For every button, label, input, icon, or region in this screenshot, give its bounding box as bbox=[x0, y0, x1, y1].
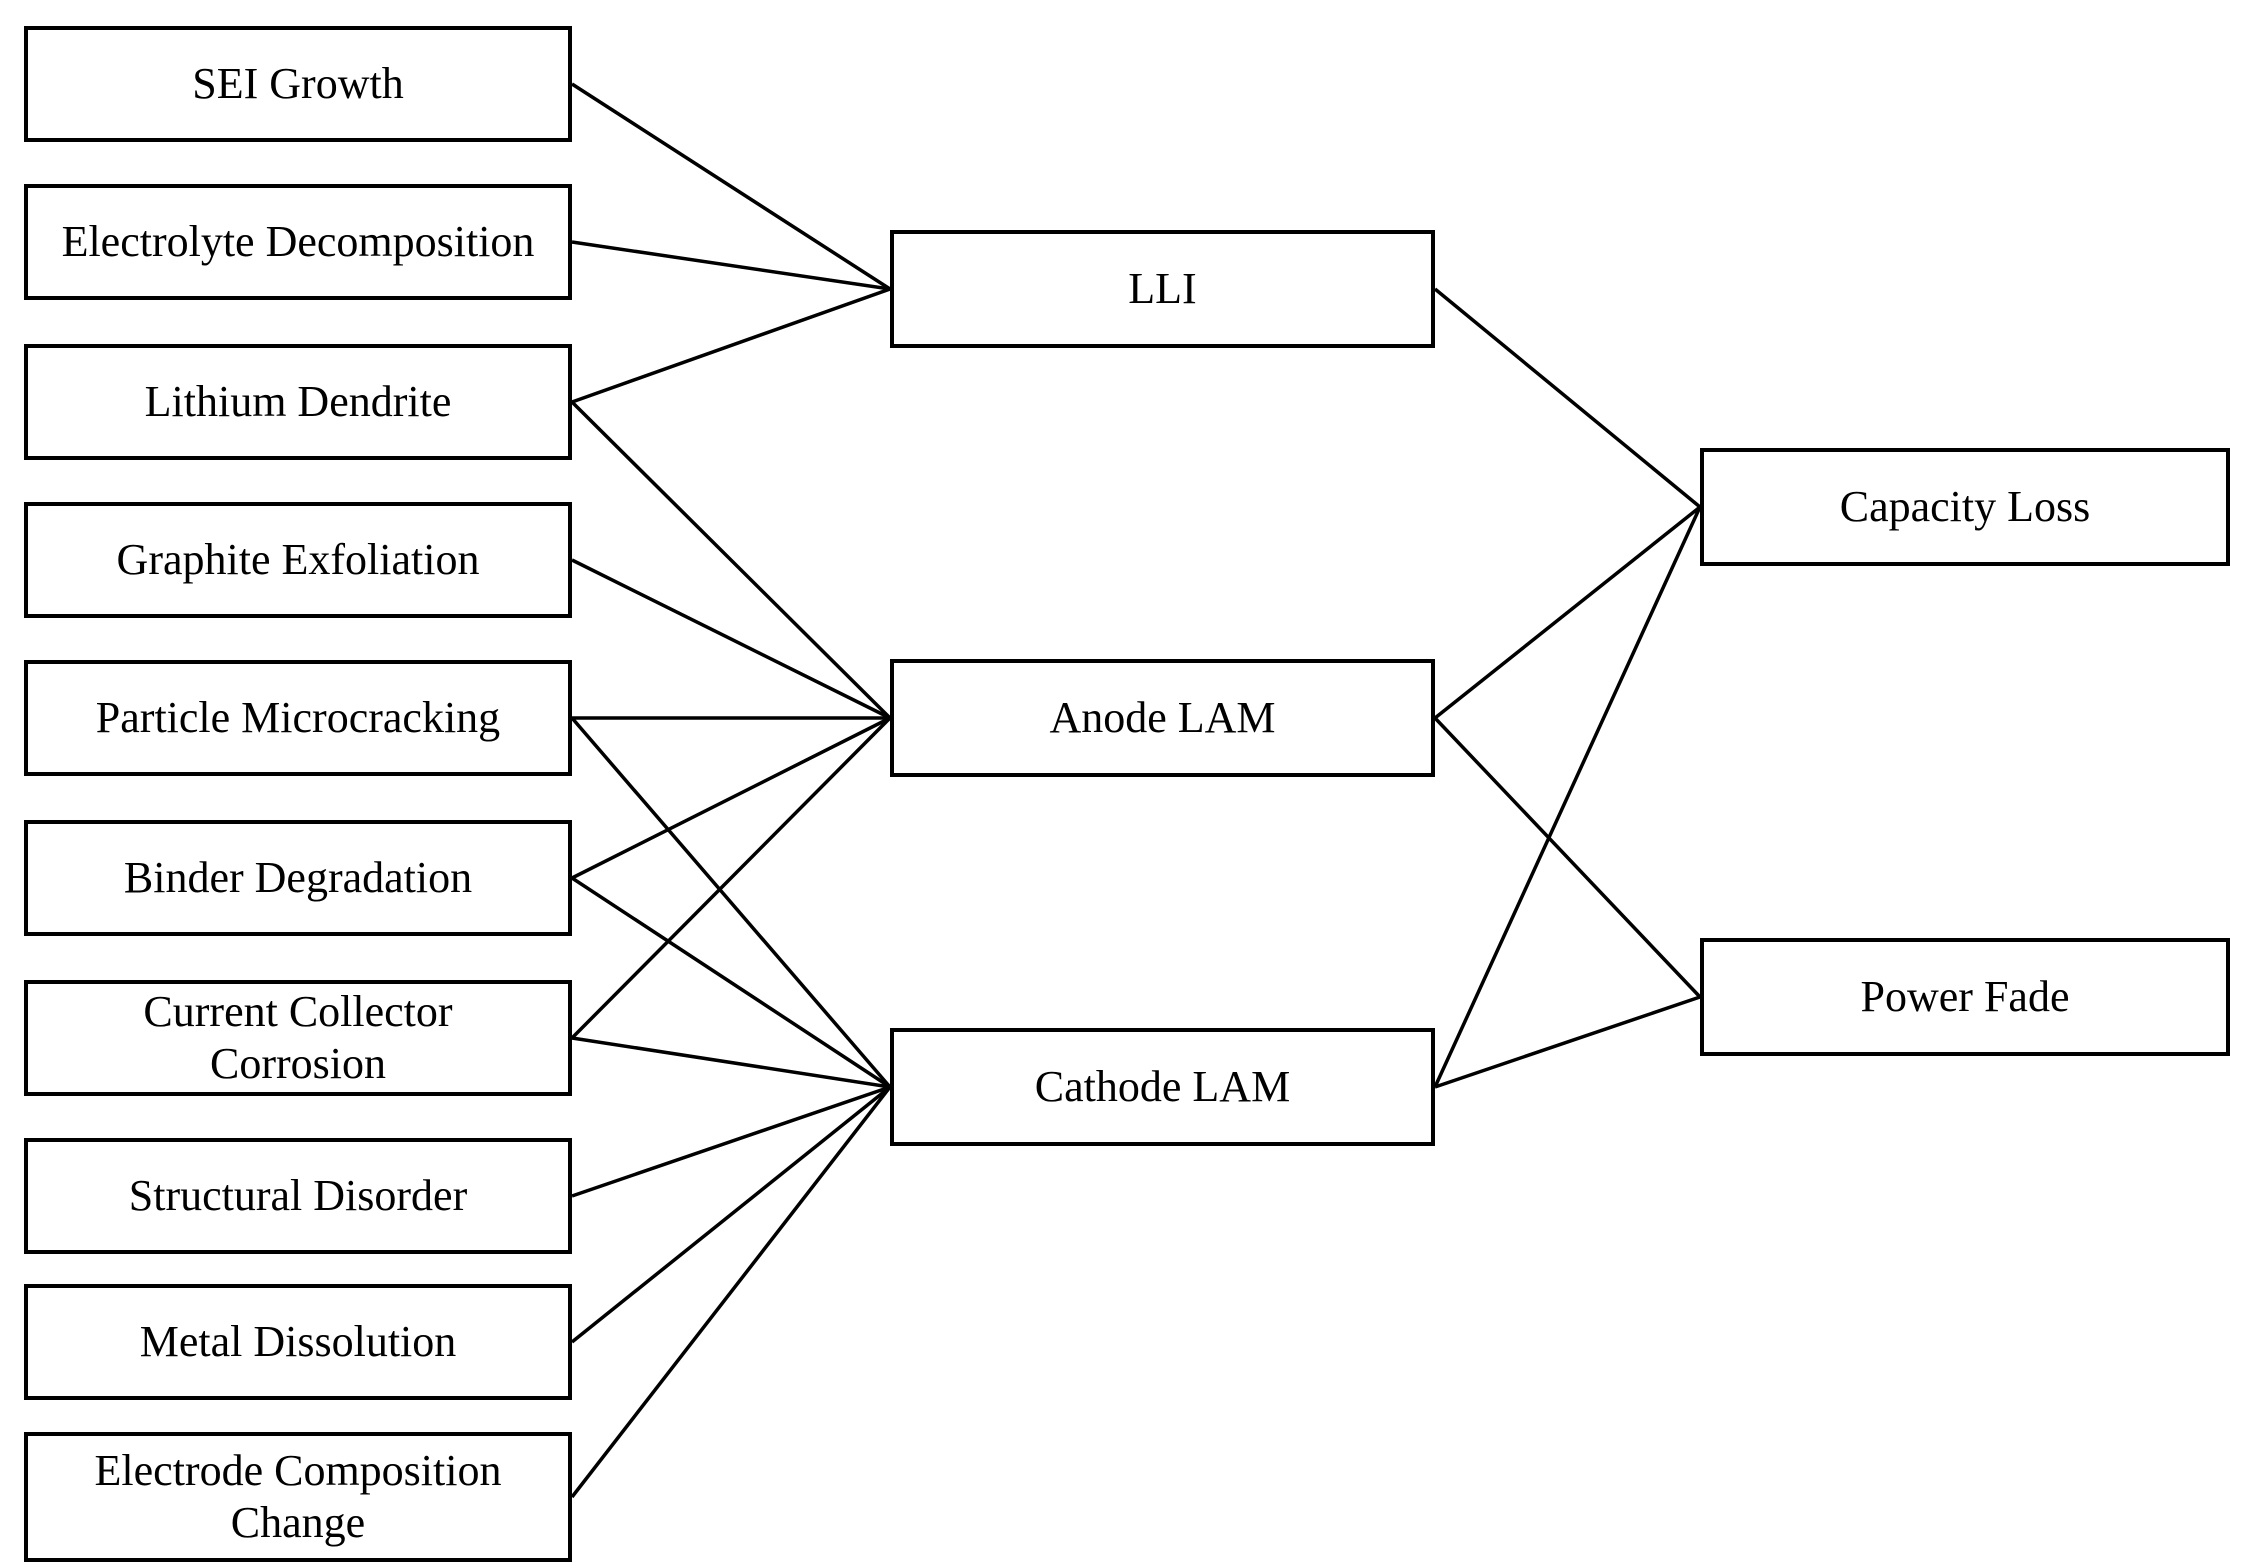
edge-line-electrolyte-decomposition--lli bbox=[571, 240, 891, 291]
node-electrode-composition-change: Electrode Composition Change bbox=[24, 1432, 572, 1562]
node-label: Metal Dissolution bbox=[139, 1317, 457, 1367]
edge-line-cathode-lam--power-fade bbox=[1434, 995, 1701, 1089]
node-current-collector-corrosion: Current Collector Corrosion bbox=[24, 980, 572, 1096]
node-label: Graphite Exfoliation bbox=[116, 535, 480, 585]
edge-line-current-collector-corrosion--cathode-lam bbox=[571, 1036, 891, 1089]
edge-line-graphite-exfoliation--anode-lam bbox=[571, 558, 891, 720]
edge-line-binder-degradation--cathode-lam bbox=[571, 876, 891, 1089]
node-metal-dissolution: Metal Dissolution bbox=[24, 1284, 572, 1400]
node-capacity-loss: Capacity Loss bbox=[1700, 448, 2230, 566]
node-label: Binder Degradation bbox=[123, 853, 473, 903]
node-label: Cathode LAM bbox=[1034, 1062, 1291, 1112]
node-label: Lithium Dendrite bbox=[144, 377, 452, 427]
node-label: Structural Disorder bbox=[128, 1171, 468, 1221]
node-power-fade: Power Fade bbox=[1700, 938, 2230, 1056]
node-label: LLI bbox=[1128, 264, 1197, 314]
node-label: Electrode Composition Change bbox=[94, 1446, 502, 1547]
edge-line-binder-degradation--anode-lam bbox=[571, 716, 891, 880]
node-binder-degradation: Binder Degradation bbox=[24, 820, 572, 936]
node-label: Capacity Loss bbox=[1839, 482, 2091, 532]
node-lli: LLI bbox=[890, 230, 1435, 348]
node-electrolyte-decomposition: Electrolyte Decomposition bbox=[24, 184, 572, 300]
edge-line-metal-dissolution--cathode-lam bbox=[570, 1085, 892, 1344]
edge-line-sei-growth--lli bbox=[571, 82, 891, 291]
node-label: Anode LAM bbox=[1049, 693, 1276, 743]
node-lithium-dendrite: Lithium Dendrite bbox=[24, 344, 572, 460]
node-anode-lam: Anode LAM bbox=[890, 659, 1435, 777]
node-cathode-lam: Cathode LAM bbox=[890, 1028, 1435, 1146]
node-label: Electrolyte Decomposition bbox=[61, 217, 535, 267]
edge-line-electrode-composition-change--cathode-lam bbox=[570, 1085, 892, 1499]
edge-line-anode-lam--capacity-loss bbox=[1433, 505, 1702, 720]
node-sei-growth: SEI Growth bbox=[24, 26, 572, 142]
node-label: SEI Growth bbox=[192, 59, 404, 109]
node-particle-microcracking: Particle Microcracking bbox=[24, 660, 572, 776]
node-label: Current Collector Corrosion bbox=[143, 987, 453, 1088]
edge-line-lli--capacity-loss bbox=[1433, 287, 1702, 509]
node-label: Particle Microcracking bbox=[95, 693, 501, 743]
node-label: Power Fade bbox=[1860, 972, 2070, 1022]
edge-line-particle-microcracking--cathode-lam bbox=[570, 716, 892, 1089]
edge-line-structural-disorder--cathode-lam bbox=[571, 1085, 891, 1198]
node-structural-disorder: Structural Disorder bbox=[24, 1138, 572, 1254]
edge-line-lithium-dendrite--anode-lam bbox=[570, 400, 892, 720]
edge-line-cathode-lam--capacity-loss bbox=[1433, 506, 1702, 1088]
edge-line-current-collector-corrosion--anode-lam bbox=[570, 716, 892, 1040]
node-graphite-exfoliation: Graphite Exfoliation bbox=[24, 502, 572, 618]
edge-line-anode-lam--power-fade bbox=[1433, 716, 1702, 999]
edge-line-lithium-dendrite--lli bbox=[571, 287, 891, 404]
